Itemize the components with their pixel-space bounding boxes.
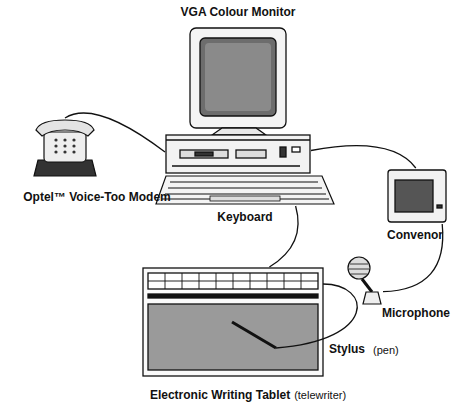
system-unit-drawing	[166, 135, 310, 173]
modem-node: Optel™ Voice-Too Modem	[33, 118, 97, 178]
part-name: Stylus	[329, 343, 365, 356]
tablet-drawing	[143, 268, 357, 376]
label-row: Microphone	[382, 307, 450, 320]
keyboard-node: Keyboard	[156, 176, 335, 206]
convenor-drawing	[388, 170, 446, 222]
device-label: Optel™ Voice-Too Modem	[23, 191, 171, 204]
modem-phone-drawing	[34, 120, 96, 176]
label-row: Convenor	[387, 229, 443, 242]
tablet-node: Electronic Writing Tablet(telewriter)	[142, 267, 324, 377]
cable-connector	[383, 224, 443, 292]
convenor-node: Convenor	[387, 168, 447, 224]
label-row: Keyboard	[217, 211, 272, 224]
keyboard-drawing	[156, 176, 334, 204]
label-row: Optel™ Voice-Too Modem	[23, 191, 171, 204]
microphone-drawing	[348, 257, 381, 304]
label-row: Electronic Writing Tablet (telewriter)	[150, 389, 346, 402]
cable-connector	[269, 206, 298, 267]
device-label: VGA Colour Monitor	[181, 6, 296, 19]
device-label: Convenor	[387, 229, 443, 242]
microphone-node: Microphone	[346, 255, 383, 306]
part-note: (pen)	[373, 344, 399, 357]
device-label: Keyboard	[217, 211, 272, 224]
cable-connector	[65, 113, 165, 152]
device-label: Microphone	[382, 307, 450, 320]
cable-connector	[311, 146, 416, 168]
label-row: VGA Colour Monitor	[181, 6, 296, 19]
computer-node: VGA Colour Monitor	[165, 26, 311, 176]
device-note: (telewriter)	[294, 389, 346, 402]
device-label: Electronic Writing Tablet	[150, 389, 290, 402]
monitor-drawing	[190, 28, 286, 135]
